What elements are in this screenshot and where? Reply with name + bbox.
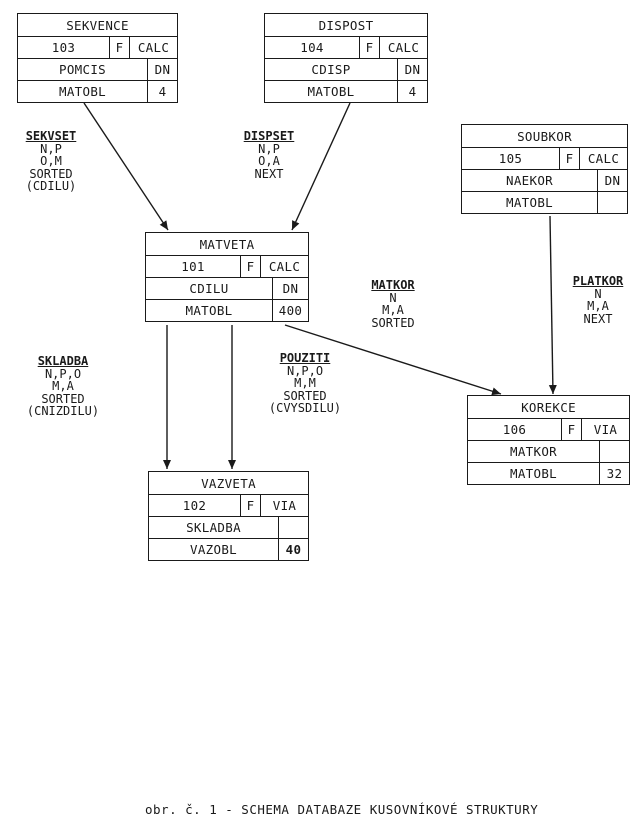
record-location: VIA	[581, 419, 629, 440]
record-dispost: DISPOST 104 F CALC CDISP DN MATOBL 4	[264, 13, 428, 103]
set-line: SORTED	[371, 315, 415, 330]
arrow-sekvset	[83, 102, 169, 231]
set-line: N,P,O	[44, 366, 82, 381]
set-line: NEXT	[254, 166, 284, 181]
record-field: MATKOR	[510, 444, 557, 459]
set-dispset: DISPSET N,P O,A NEXT	[232, 130, 306, 180]
record-length: 32	[599, 463, 629, 484]
record-location: CALC	[579, 148, 627, 169]
set-matkor: MATKOR N M,A SORTED	[357, 279, 429, 329]
record-location: CALC	[260, 256, 308, 277]
set-line: N	[594, 286, 602, 301]
record-name: KOREKCE	[521, 399, 576, 415]
record-name: SOUBKOR	[517, 128, 572, 144]
arrow-platkor	[548, 215, 557, 395]
record-field-flag	[599, 441, 629, 462]
set-name: PLATKOR	[572, 274, 624, 288]
record-location: VIA	[260, 495, 308, 516]
record-field: SKLADBA	[186, 520, 241, 535]
set-platkor: PLATKOR N M,A NEXT	[560, 275, 636, 325]
record-name: VAZVETA	[201, 475, 256, 491]
record-vazveta: VAZVETA 102 F VIA SKLADBA VAZOBL 40	[148, 471, 309, 561]
record-length	[597, 192, 627, 213]
record-area: MATOBL	[185, 303, 233, 318]
set-line: N	[389, 290, 397, 305]
record-flag: F	[109, 37, 129, 58]
set-name: SEKVSET	[25, 129, 77, 143]
record-field: POMCIS	[59, 62, 106, 77]
record-field: CDILU	[189, 281, 229, 296]
record-korekce: KOREKCE 106 F VIA MATKOR MATOBL 32	[467, 395, 630, 485]
record-field-flag	[278, 517, 308, 538]
record-id: 103	[51, 40, 76, 55]
figure-caption: obr. č. 1 - SCHEMA DATABAZE KUSOVNÍKOVÉ …	[145, 802, 539, 817]
record-area: MATOBL	[307, 84, 355, 99]
set-line: NEXT	[583, 311, 613, 326]
record-id: 102	[182, 498, 207, 513]
set-line: M,A	[382, 303, 404, 317]
record-field: CDISP	[311, 62, 351, 77]
record-field-flag: DN	[597, 170, 627, 191]
record-length: 400	[272, 300, 308, 321]
set-sekvset: SEKVSET N,P O,M SORTED (CDILU)	[12, 130, 90, 193]
record-flag: F	[359, 37, 379, 58]
record-id: 104	[300, 40, 324, 55]
set-line: N,P,O	[286, 363, 324, 378]
record-name: SEKVENCE	[66, 17, 129, 33]
record-id: 101	[181, 259, 205, 274]
record-id: 105	[498, 151, 523, 166]
record-flag: F	[559, 148, 579, 169]
set-line: SORTED	[41, 391, 85, 406]
record-field: NAEKOR	[506, 173, 553, 188]
record-location: CALC	[129, 37, 177, 58]
record-soubkor: SOUBKOR 105 F CALC NAEKOR DN MATOBL	[461, 124, 628, 214]
set-line: SORTED	[283, 388, 327, 403]
set-line: O,M	[40, 154, 62, 168]
record-sekvence: SEKVENCE 103 F CALC POMCIS DN MATOBL 4	[17, 13, 178, 103]
record-field-flag: DN	[397, 59, 427, 80]
record-area: MATOBL	[506, 195, 553, 210]
record-flag: F	[240, 495, 260, 516]
set-line: (CDILU)	[25, 179, 77, 193]
set-line: N,P	[40, 141, 62, 156]
set-skladba: SKLADBA N,P,O M,A SORTED (CNIZDILU)	[18, 355, 108, 418]
record-length: 4	[147, 81, 177, 102]
set-name: DISPSET	[243, 129, 295, 143]
set-line: (CNIZDILU)	[26, 404, 100, 418]
record-id: 106	[502, 422, 527, 437]
set-line: M,M	[294, 376, 316, 390]
record-matveta: MATVETA 101 F CALC CDILU DN MATOBL 400	[145, 232, 309, 322]
record-area: VAZOBL	[190, 542, 237, 557]
record-field-flag: DN	[272, 278, 308, 299]
record-field-flag: DN	[147, 59, 177, 80]
set-name: POUZITI	[279, 351, 331, 365]
arrow-matkor	[284, 324, 502, 396]
record-length: 40	[278, 539, 308, 560]
record-length: 4	[397, 81, 427, 102]
set-name: MATKOR	[371, 278, 415, 292]
set-line: M,A	[52, 379, 74, 393]
set-line: N,P	[258, 141, 280, 156]
record-name: MATVETA	[199, 236, 255, 252]
set-line: M,A	[587, 299, 609, 313]
set-line: (CVYSDILU)	[268, 401, 342, 415]
arrow-dispset	[291, 102, 351, 231]
set-name: SKLADBA	[37, 354, 89, 368]
record-flag: F	[561, 419, 581, 440]
set-pouziti: POUZITI N,P,O M,M SORTED (CVYSDILU)	[255, 352, 355, 415]
record-area: MATOBL	[59, 84, 106, 99]
set-line: SORTED	[29, 166, 73, 181]
set-line: O,A	[258, 154, 280, 168]
record-area: MATOBL	[510, 466, 557, 481]
record-location: CALC	[379, 37, 427, 58]
record-flag: F	[240, 256, 260, 277]
record-name: DISPOST	[318, 17, 374, 33]
